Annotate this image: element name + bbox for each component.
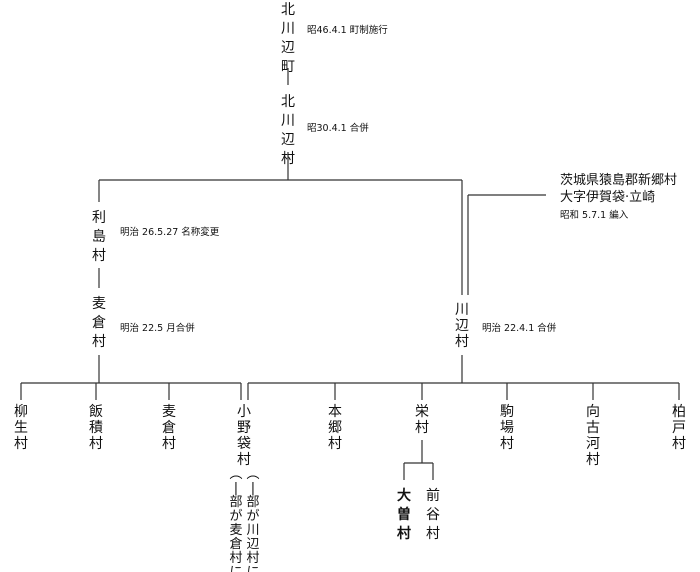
event-merger-s30: 昭30.4.1 合併 <box>307 122 369 134</box>
connector-lines <box>20 68 680 480</box>
node-sakae: 栄村 <box>415 404 429 436</box>
event-merger-m22-may: 明治 22.5 月合併 <box>120 322 195 334</box>
node-onoota: 小野袋村 <box>237 404 251 468</box>
node-yagyu: 柳生村 <box>14 403 28 452</box>
node-kitakawabe-machi: 北川辺町 <box>281 2 295 75</box>
node-toshima: 利島村 <box>92 210 106 264</box>
event-town-enforcement: 昭46.4.1 町制施行 <box>307 24 388 36</box>
event-transfer-s5: 昭和 5.7.1 編入 <box>560 209 629 221</box>
node-komaba: 駒場村 <box>500 404 514 452</box>
node-kitakawabe-mura: 北川辺村 <box>281 94 295 167</box>
node-oso: 大曽村 <box>397 487 411 542</box>
node-ibaraki-line1: 茨城県猿島郡新郷村 <box>560 172 677 188</box>
note-onoota-mugikura: ︵|部が麦倉村に︶ <box>229 467 242 572</box>
node-kawabe: 川辺村 <box>455 302 469 350</box>
event-merger-m22-apr: 明治 22.4.1 合併 <box>482 322 557 334</box>
node-ibaraki-line2: 大字伊賀袋·立崎 <box>560 190 655 205</box>
node-iizumi: 飯積村 <box>89 403 103 452</box>
node-mukoukoga: 向古河村 <box>586 404 600 468</box>
node-maeya: 前谷村 <box>426 487 440 542</box>
note-onoota-kawabe: ︵|部が川辺村に︶ <box>246 467 259 572</box>
node-hongo: 本郷村 <box>328 404 342 452</box>
node-mugikura: 麦倉村 <box>162 404 176 452</box>
node-kashiwado: 柏戸村 <box>672 404 686 452</box>
event-rename-m26: 明治 26.5.27 名称変更 <box>120 226 220 238</box>
node-mugikura-old: 麦倉村 <box>92 296 106 350</box>
